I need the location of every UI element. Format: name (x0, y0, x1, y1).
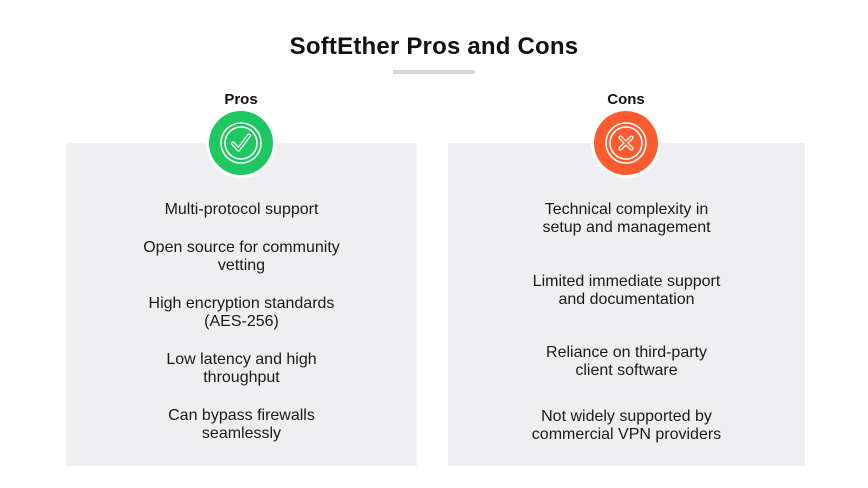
pros-item: Can bypass firewalls seamlessly (168, 407, 315, 442)
cons-badge (594, 111, 658, 175)
cons-panel: Technical complexity in setup and manage… (448, 143, 805, 466)
x-circle-icon (605, 122, 647, 164)
pros-item: Open source for community vetting (143, 239, 340, 274)
cons-item: Not widely supported by commercial VPN p… (531, 408, 722, 443)
pros-item: Multi-protocol support (164, 201, 319, 218)
pros-item: Low latency and high throughput (166, 351, 317, 386)
cons-heading: Cons (607, 91, 645, 108)
pros-badge (209, 111, 273, 175)
check-circle-icon (220, 122, 262, 164)
pros-panel: Multi-protocol support Open source for c… (66, 143, 417, 466)
title-underline-divider (393, 70, 475, 74)
cons-item: Technical complexity in setup and manage… (542, 201, 711, 236)
pros-heading: Pros (224, 91, 258, 108)
page-title: SoftEther Pros and Cons (289, 33, 579, 60)
cons-item: Reliance on third-party client software (546, 344, 707, 379)
pros-item: High encryption standards (AES-256) (148, 295, 335, 330)
cons-item: Limited immediate support and documentat… (532, 273, 721, 308)
